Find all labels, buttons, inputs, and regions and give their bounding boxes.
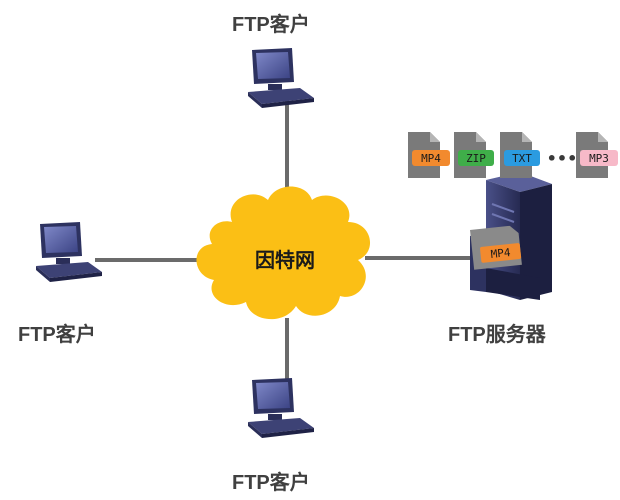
client-label-left: FTP客户	[18, 324, 96, 346]
file-label-txt: TXT	[512, 152, 532, 165]
file-icon-mp3: MP3	[576, 132, 618, 178]
file-label-mp3: MP3	[589, 152, 609, 165]
server-file-icon: MP4	[470, 225, 522, 270]
computer-icon-bottom	[248, 378, 314, 438]
server-file-label: MP4	[490, 246, 511, 261]
file-label-mp4: MP4	[421, 152, 441, 165]
internet-cloud	[196, 186, 371, 320]
file-label-zip: ZIP	[466, 152, 486, 165]
computer-icon-left	[36, 222, 102, 282]
file-icon-mp4: MP4	[408, 132, 450, 178]
file-icon-zip: ZIP	[454, 132, 494, 178]
ellipsis: •••	[547, 149, 578, 168]
server-label: FTP服务器	[448, 324, 546, 346]
internet-label: 因特网	[255, 248, 315, 272]
computer-icon-top	[248, 48, 314, 108]
file-icon-txt: TXT	[500, 132, 540, 178]
client-label-top: FTP客户	[232, 14, 310, 36]
client-label-bottom: FTP客户	[232, 472, 310, 494]
server-icon: MP4	[470, 172, 552, 300]
